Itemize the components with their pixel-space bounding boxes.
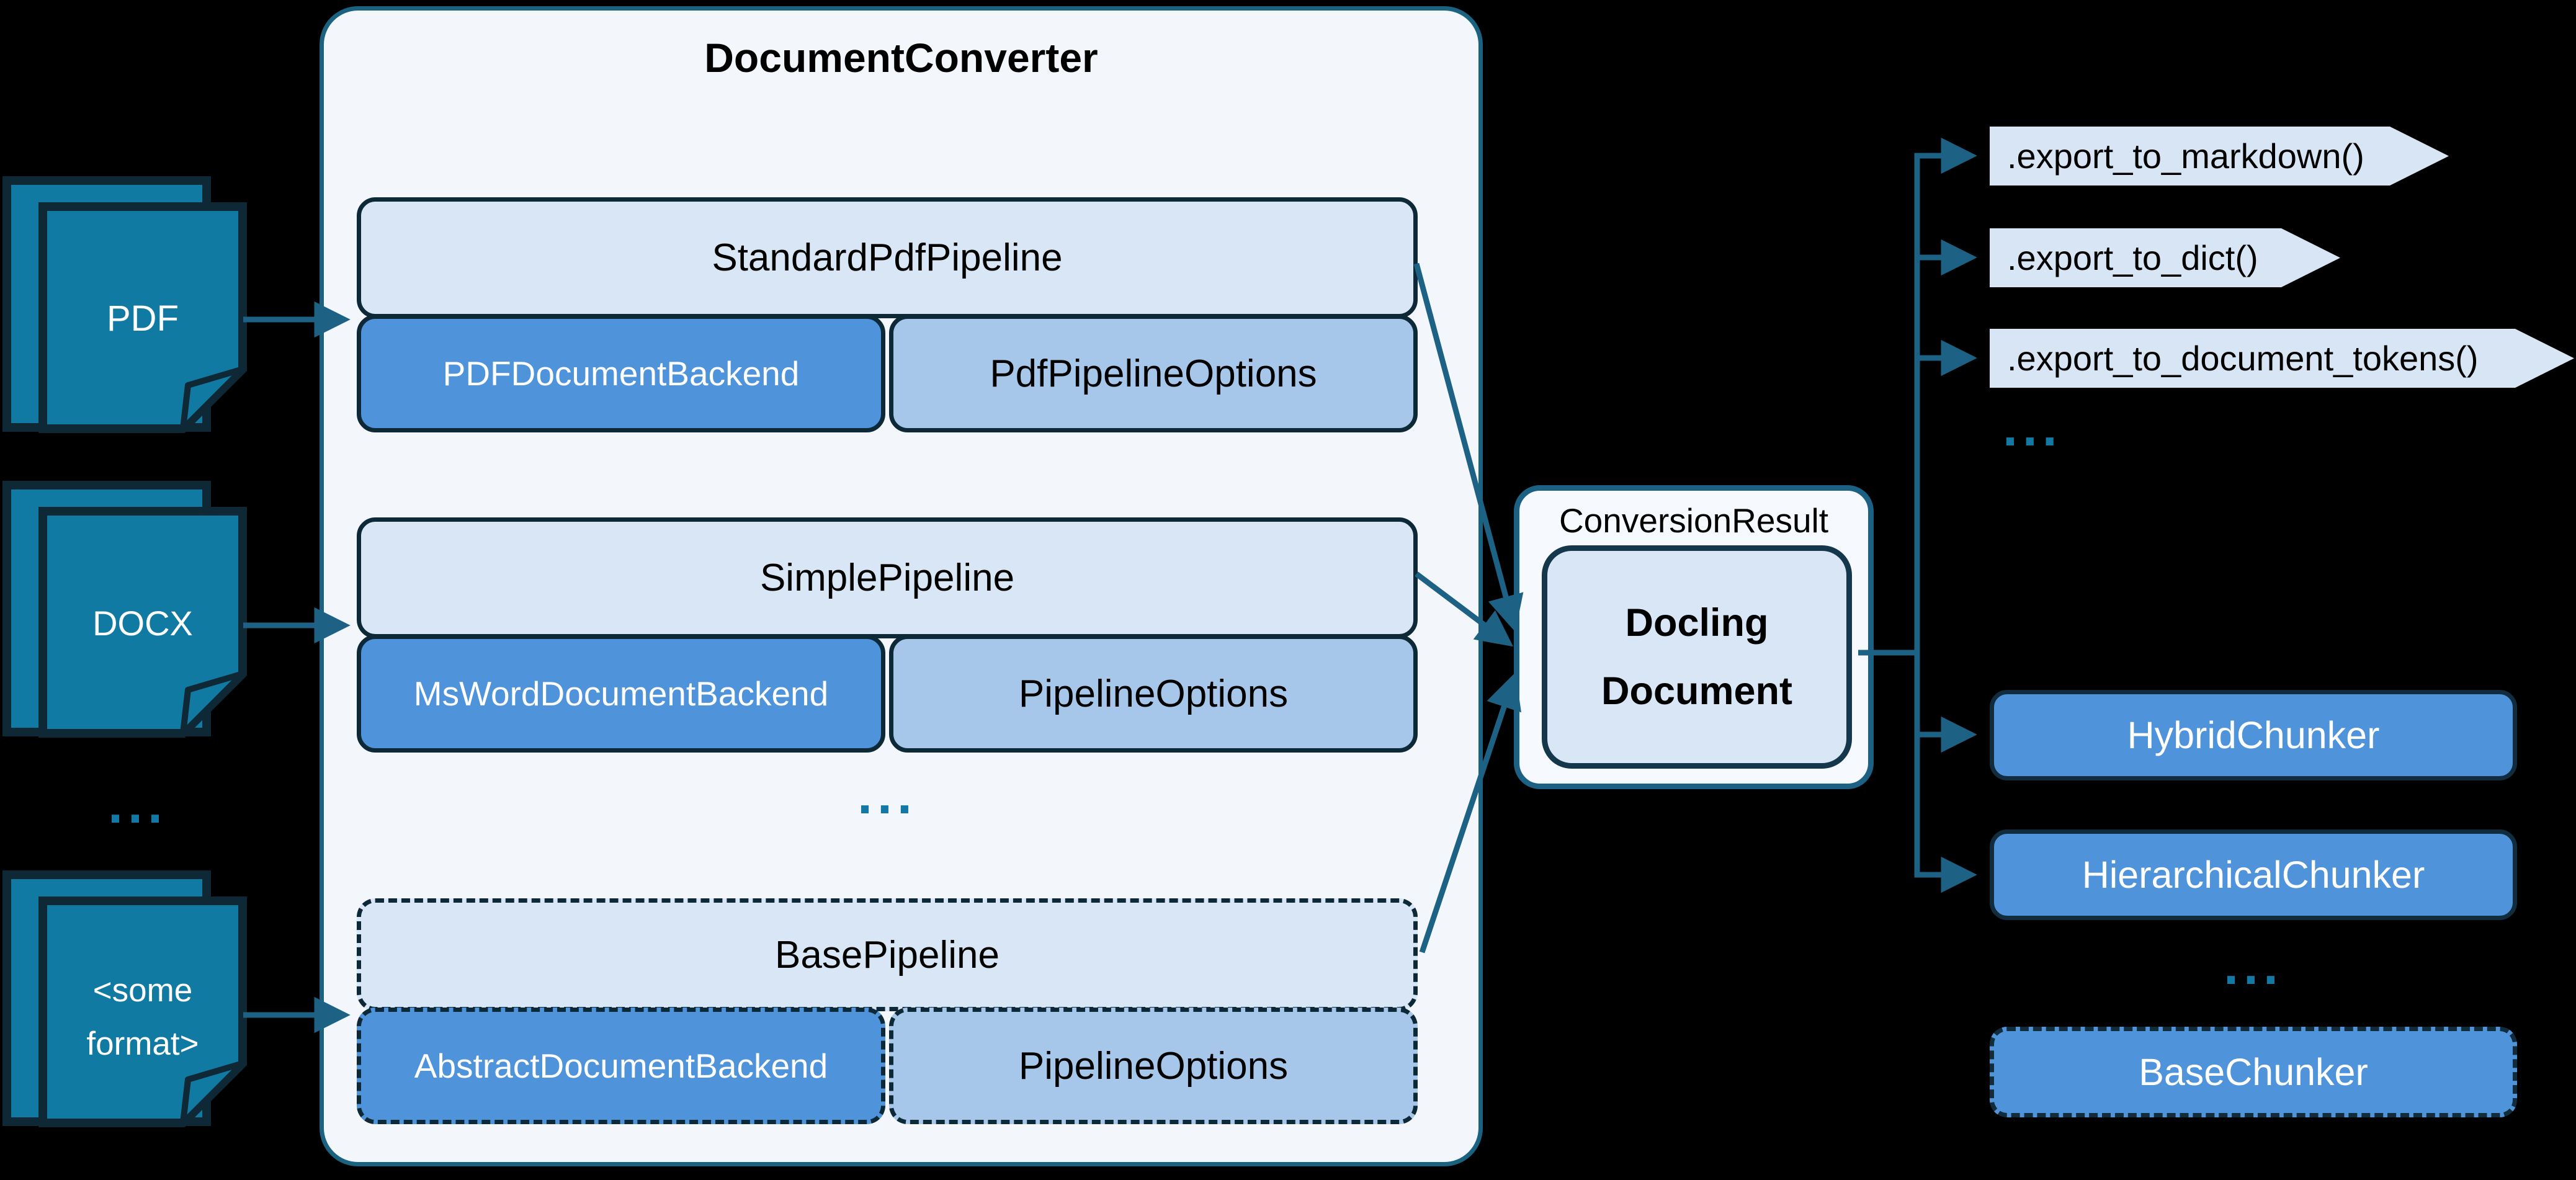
pdf-pipeline-options-box: PdfPipelineOptions [889, 315, 1418, 432]
pipeline-options-box: PipelineOptions [889, 635, 1418, 753]
export-to-dict-chevron: .export_to_dict() [1990, 228, 2340, 287]
export-to-document-tokens-chevron: .export_to_document_tokens() [1990, 329, 2574, 388]
docx-fold-corner [180, 671, 246, 736]
pdf-label: PDF [107, 298, 179, 339]
hierarchical-chunker-box: HierarchicalChunker [1990, 829, 2517, 920]
pdf-document-backend-box: PDFDocumentBackend [357, 315, 885, 432]
base-pipeline-box: BasePipeline [357, 898, 1418, 1011]
msword-document-backend-box: MsWordDocumentBackend [357, 635, 885, 753]
simple-pipeline-box: SimplePipeline [357, 517, 1418, 638]
pdf-document-icon: PDF [2, 176, 250, 467]
hybrid-chunker-box: HybridChunker [1990, 690, 2517, 780]
some-format-label-line1: <some [93, 972, 193, 1009]
abstract-document-backend-box: AbstractDocumentBackend [357, 1008, 885, 1124]
export-to-markdown-chevron: .export_to_markdown() [1990, 127, 2449, 185]
some-format-document-icon: <some format> [2, 870, 250, 1161]
docling-document-label: Docling Document [1601, 601, 1793, 713]
some-format-fold-corner [180, 1060, 246, 1126]
chunkers-ellipsis: ... [2224, 936, 2283, 996]
conversion-result-box: ConversionResult Docling Document [1514, 485, 1874, 789]
document-converter-title: DocumentConverter [704, 35, 1098, 81]
docx-document-icon: DOCX [2, 480, 250, 772]
exports-ellipsis: ... [2003, 398, 2062, 457]
conversion-result-label: ConversionResult [1559, 501, 1829, 540]
pdf-fold-corner [180, 366, 246, 432]
converter-ellipsis: ... [857, 766, 917, 825]
base-chunker-box: BaseChunker [1990, 1027, 2517, 1117]
docx-label: DOCX [92, 604, 193, 643]
standard-pdf-pipeline-box: StandardPdfPipeline [357, 197, 1418, 318]
sources-ellipsis: ... [108, 775, 168, 834]
docling-document-box: Docling Document [1542, 545, 1852, 769]
base-pipeline-options-box: PipelineOptions [889, 1008, 1418, 1124]
some-format-label-line2: format> [86, 1026, 199, 1062]
